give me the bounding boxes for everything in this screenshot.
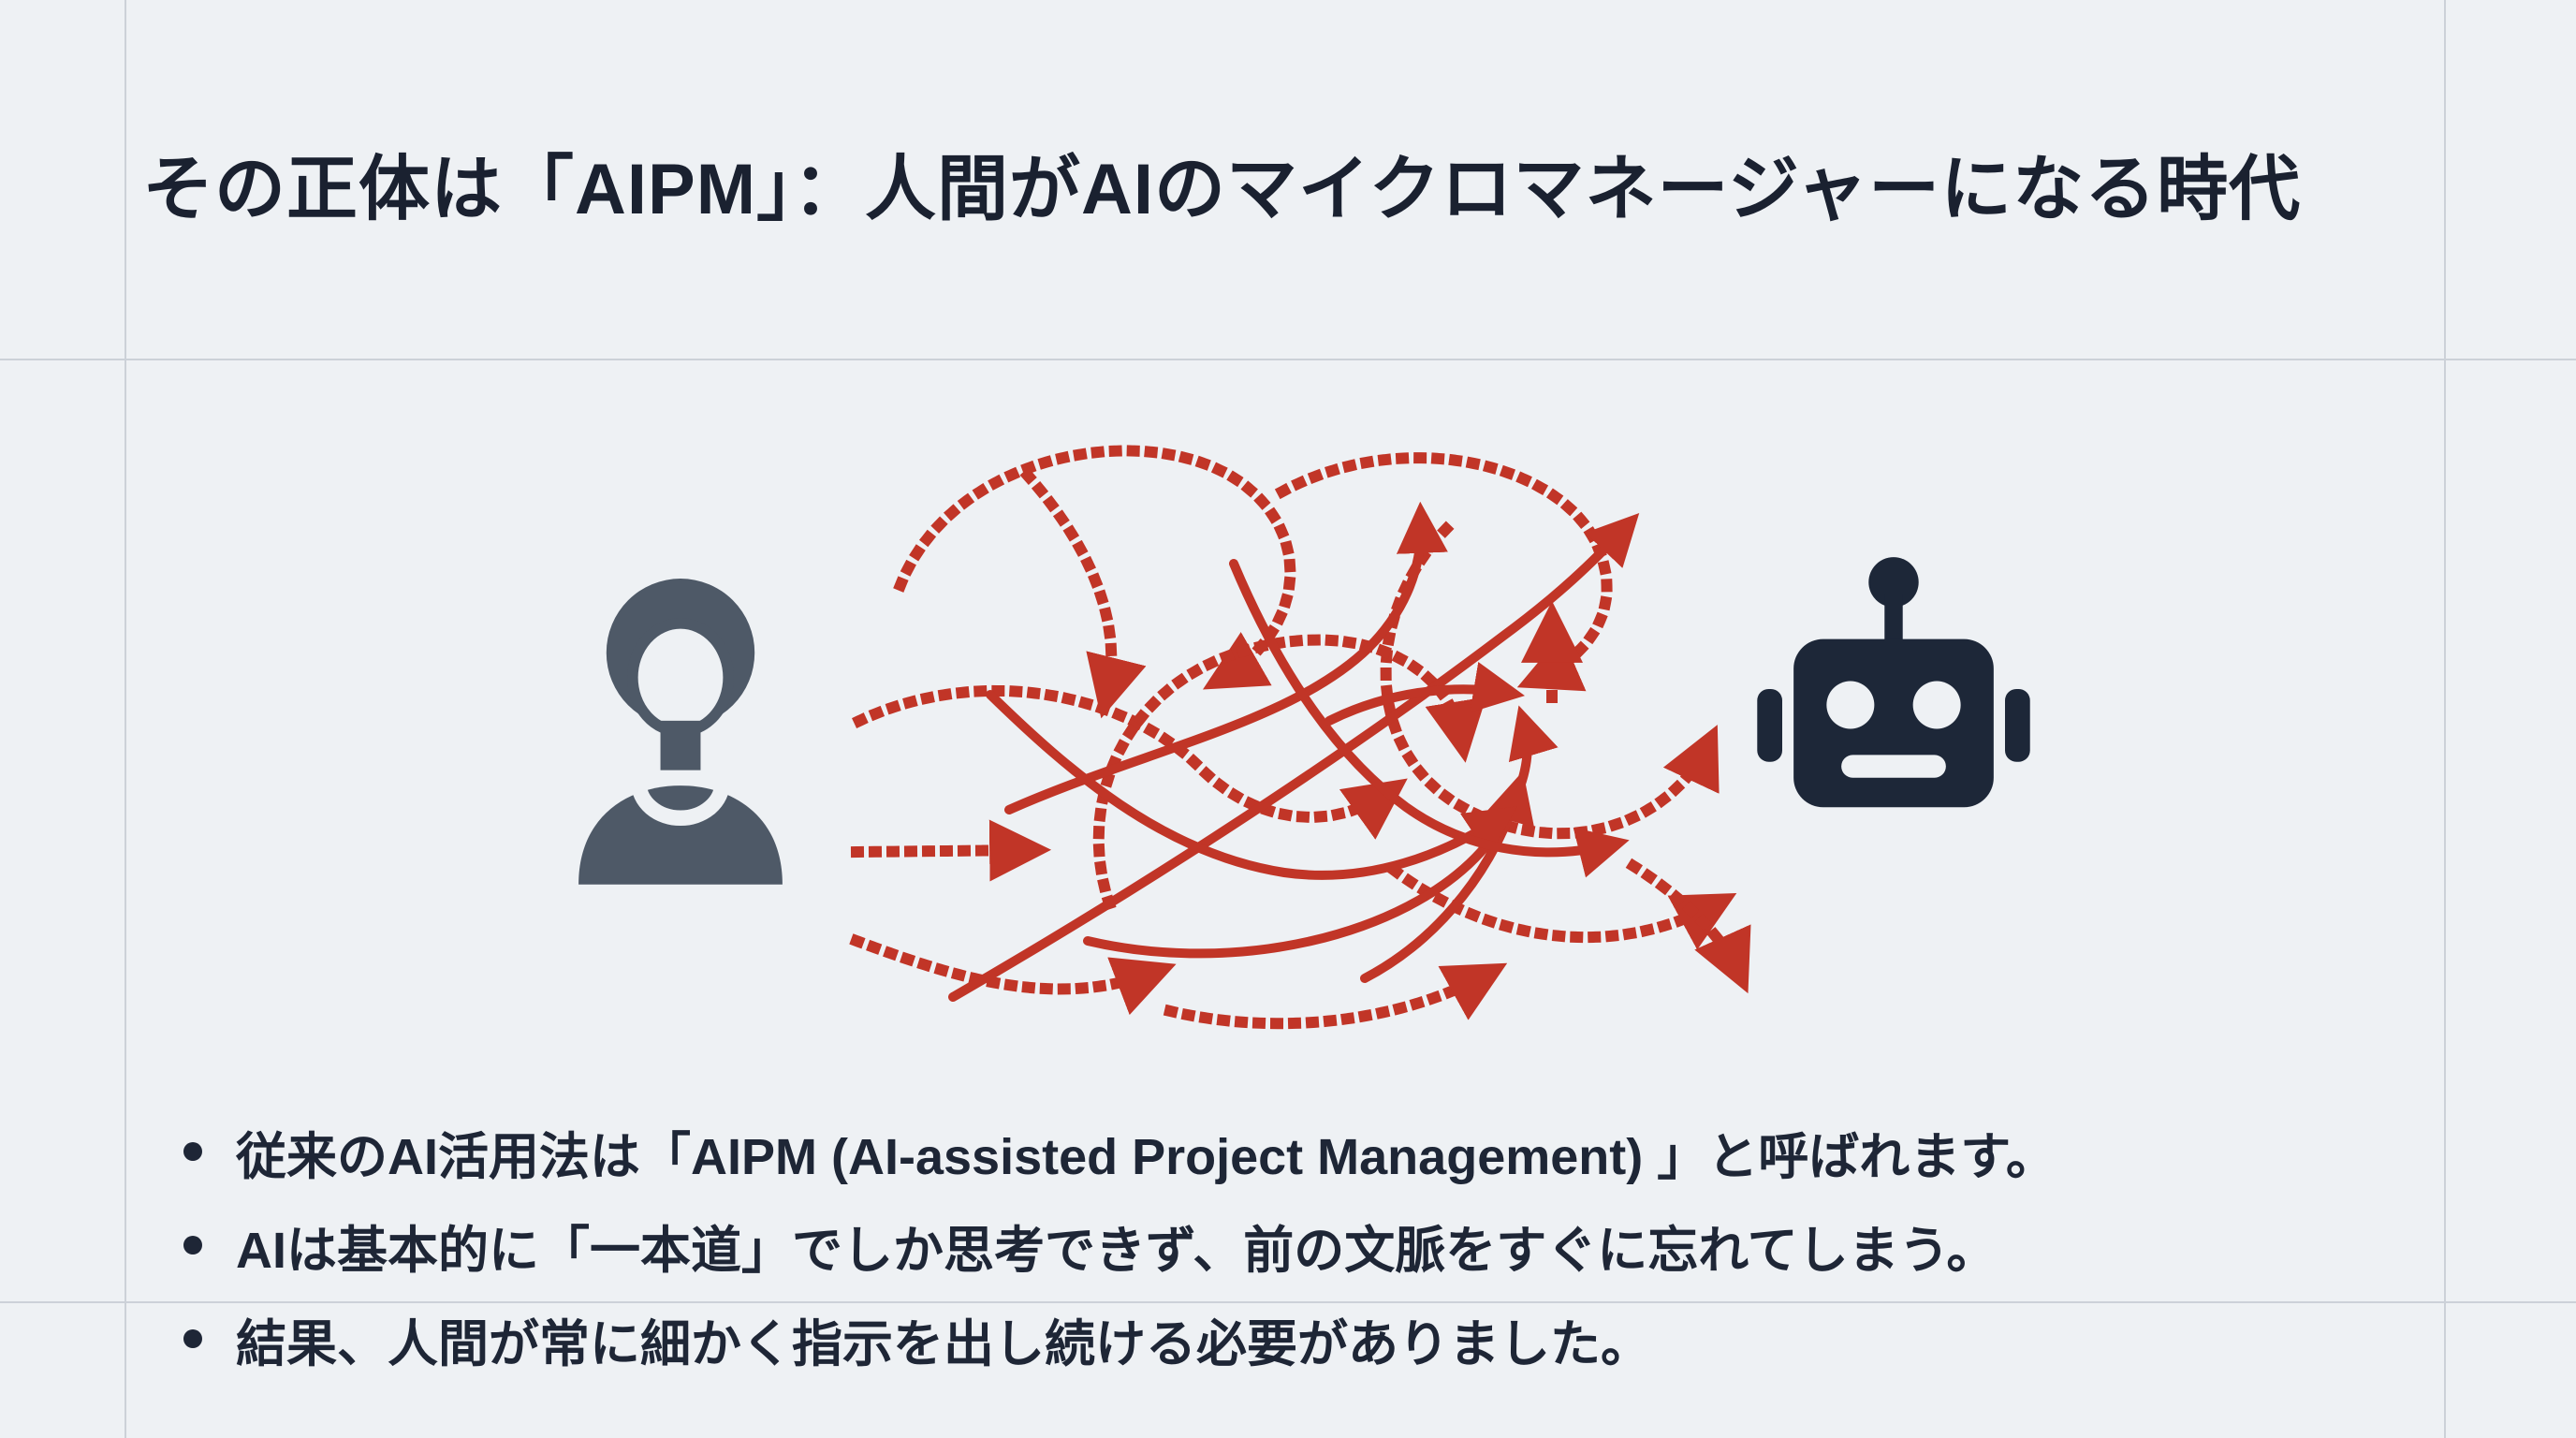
bullet-item: 結果、人間が常に細かく指示を出し続ける必要がありました。: [183, 1292, 2056, 1386]
bullet-text: 結果、人間が常に細かく指示を出し続ける必要がありました。: [236, 1315, 1651, 1372]
robot-head-icon: [1757, 557, 2030, 808]
bullet-text: AIは基本的に「一本道」でしか思考できず、前の文脈をすぐに忘れてしまう。: [236, 1222, 1998, 1279]
person-silhouette-icon: [578, 579, 783, 885]
bullet-dot-icon: [183, 1236, 202, 1255]
grid-line-horizontal-bottom: [0, 1301, 2576, 1303]
tangled-arrows-illustration: [849, 445, 1751, 1030]
bullet-dot-icon: [183, 1329, 202, 1348]
grid-line-vertical-right: [2444, 0, 2446, 1438]
bullet-list: 従来のAI活用法は「AIPM (AI-assisted Project Mana…: [183, 1105, 2056, 1386]
grid-line-horizontal-top: [0, 359, 2576, 360]
slide-title: その正体は「AIPM」：人間がAIのマイクロマネージャーになる時代: [142, 150, 2302, 229]
grid-line-vertical-left: [124, 0, 126, 1438]
bullet-item: 従来のAI活用法は「AIPM (AI-assisted Project Mana…: [183, 1105, 2056, 1198]
bullet-text: 従来のAI活用法は「AIPM (AI-assisted Project Mana…: [236, 1128, 2056, 1185]
bullet-dot-icon: [183, 1142, 202, 1161]
bullet-item: AIは基本的に「一本道」でしか思考できず、前の文脈をすぐに忘れてしまう。: [183, 1198, 2056, 1292]
